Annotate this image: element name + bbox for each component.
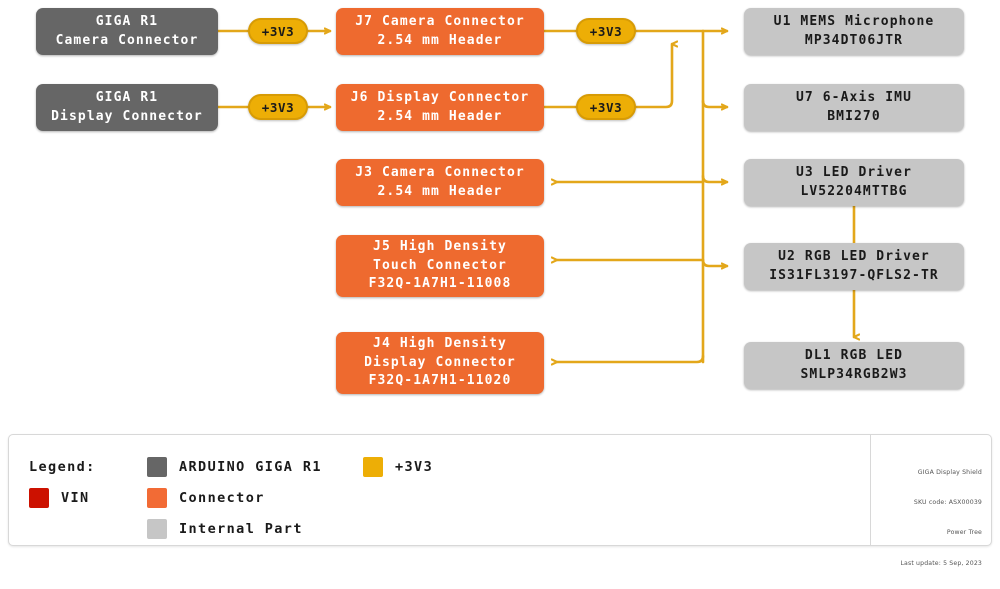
legend-title-cell: Legend: xyxy=(29,459,147,475)
node-u3-led-driver[interactable]: U3 LED Driver LV52204MTTBG xyxy=(744,159,964,206)
node-line: 2.54 mm Header xyxy=(377,32,503,48)
meta-last-update: Last update: 5 Sep, 2023 xyxy=(900,559,982,567)
node-giga-display[interactable]: GIGA R1 Display Connector xyxy=(36,84,218,131)
legend-swatch-connector xyxy=(147,487,167,508)
wire-bus-to-j4 xyxy=(557,354,705,362)
legend-label-arduino-giga: ARDUINO GIGA R1 xyxy=(179,458,322,475)
legend-label-vin: VIN xyxy=(61,489,90,506)
node-line: DL1 RGB LED xyxy=(804,348,904,364)
legend-row: VIN Connector xyxy=(29,482,870,513)
legend-panel: Legend: ARDUINO GIGA R1 +3V3 VIN xyxy=(8,434,992,567)
node-line: 2.54 mm Header xyxy=(377,108,503,124)
wire-rail4-riser-to-bus xyxy=(633,44,672,109)
node-j6-display-connector[interactable]: J6 Display Connector 2.54 mm Header xyxy=(336,84,544,131)
legend-swatch-rail-3v3 xyxy=(363,456,383,477)
legend-label-rail-3v3: +3V3 xyxy=(395,458,434,475)
legend-label-connector: Connector xyxy=(179,489,265,506)
legend-item-vin: VIN xyxy=(29,487,147,508)
meta-sku: SKU code: ASX00039 xyxy=(913,499,982,507)
legend-row: Internal Part xyxy=(29,513,870,544)
node-j4-high-density-display-connector[interactable]: J4 High Density Display Connector F32Q-1… xyxy=(336,332,544,394)
node-line: SMLP34RGB2W3 xyxy=(800,366,908,382)
node-line: U2 RGB LED Driver xyxy=(778,249,930,265)
node-line: J5 High Density xyxy=(373,239,507,255)
node-giga-camera[interactable]: GIGA R1 Camera Connector xyxy=(36,8,218,55)
node-dl1-rgb-led[interactable]: DL1 RGB LED SMLP34RGB2W3 xyxy=(744,342,964,389)
node-line: Touch Connector xyxy=(373,257,507,273)
node-line: F32Q-1A7H1-11020 xyxy=(368,373,512,389)
node-line: LV52204MTTBG xyxy=(800,183,908,199)
legend-title: Legend: xyxy=(29,458,96,475)
legend-spacer xyxy=(29,519,49,539)
legend-entries: Legend: ARDUINO GIGA R1 +3V3 VIN xyxy=(9,435,871,545)
node-line: Display Connector xyxy=(364,354,516,370)
node-line: MP34DT06JTR xyxy=(804,32,904,48)
brand-block: ARDUINO GIGA Display Shield SKU code: AS… xyxy=(872,435,992,566)
legend-label-internal-part: Internal Part xyxy=(179,520,303,537)
node-j3-camera-connector[interactable]: J3 Camera Connector 2.54 mm Header xyxy=(336,159,544,206)
node-line: 2.54 mm Header xyxy=(377,183,503,199)
node-u7-6-axis-imu[interactable]: U7 6-Axis IMU BMI270 xyxy=(744,84,964,131)
rail-badge-3v3-j6-out[interactable]: +3V3 xyxy=(576,94,636,120)
node-line: U7 6-Axis IMU xyxy=(795,90,913,106)
node-line: GIGA R1 xyxy=(95,14,159,30)
node-line: U3 LED Driver xyxy=(795,165,913,181)
node-line: Display Connector xyxy=(51,108,203,124)
legend-swatch-arduino-giga xyxy=(147,456,167,477)
wire-bus-to-u7 xyxy=(701,99,729,107)
node-line: U1 MEMS Microphone xyxy=(773,14,935,30)
node-j7-camera-connector[interactable]: J7 Camera Connector 2.54 mm Header xyxy=(336,8,544,55)
rail-badge-3v3-display[interactable]: +3V3 xyxy=(248,94,308,120)
node-line: J3 Camera Connector xyxy=(355,165,525,181)
node-u1-mems-microphone[interactable]: U1 MEMS Microphone MP34DT06JTR xyxy=(744,8,964,55)
node-line: J4 High Density xyxy=(373,336,507,352)
wire-bus-to-u2 xyxy=(701,258,729,266)
rail-badge-3v3-j7-out[interactable]: +3V3 xyxy=(576,18,636,44)
power-tree-diagram: GIGA R1 Camera Connector GIGA R1 Display… xyxy=(8,8,992,567)
legend-item-arduino-giga: ARDUINO GIGA R1 xyxy=(147,456,363,477)
node-line: GIGA R1 xyxy=(95,90,159,106)
legend-item-internal-part: Internal Part xyxy=(147,518,363,539)
legend-item-rail-3v3: +3V3 xyxy=(363,456,434,477)
node-line: IS31FL3197-QFLS2-TR xyxy=(769,267,939,283)
node-j5-high-density-touch-connector[interactable]: J5 High Density Touch Connector F32Q-1A7… xyxy=(336,235,544,297)
legend-swatch-vin xyxy=(29,487,49,508)
legend-spacer-cell xyxy=(29,519,147,539)
node-line: Camera Connector xyxy=(55,32,199,48)
node-u2-rgb-led-driver[interactable]: U2 RGB LED Driver IS31FL3197-QFLS2-TR xyxy=(744,243,964,290)
rail-badge-3v3-camera[interactable]: +3V3 xyxy=(248,18,308,44)
legend-item-connector: Connector xyxy=(147,487,363,508)
node-line: J7 Camera Connector xyxy=(355,14,525,30)
meta-doc-type: Power Tree xyxy=(946,529,982,537)
node-line: BMI270 xyxy=(827,108,881,124)
legend-row: Legend: ARDUINO GIGA R1 +3V3 xyxy=(29,451,870,482)
document-meta: GIGA Display Shield SKU code: ASX00039 P… xyxy=(900,448,982,589)
node-line: J6 Display Connector xyxy=(350,90,530,106)
wire-bus-to-u3 xyxy=(701,174,729,182)
legend-swatch-internal-part xyxy=(147,518,167,539)
node-line: F32Q-1A7H1-11008 xyxy=(368,276,512,292)
meta-product: GIGA Display Shield xyxy=(917,469,982,477)
